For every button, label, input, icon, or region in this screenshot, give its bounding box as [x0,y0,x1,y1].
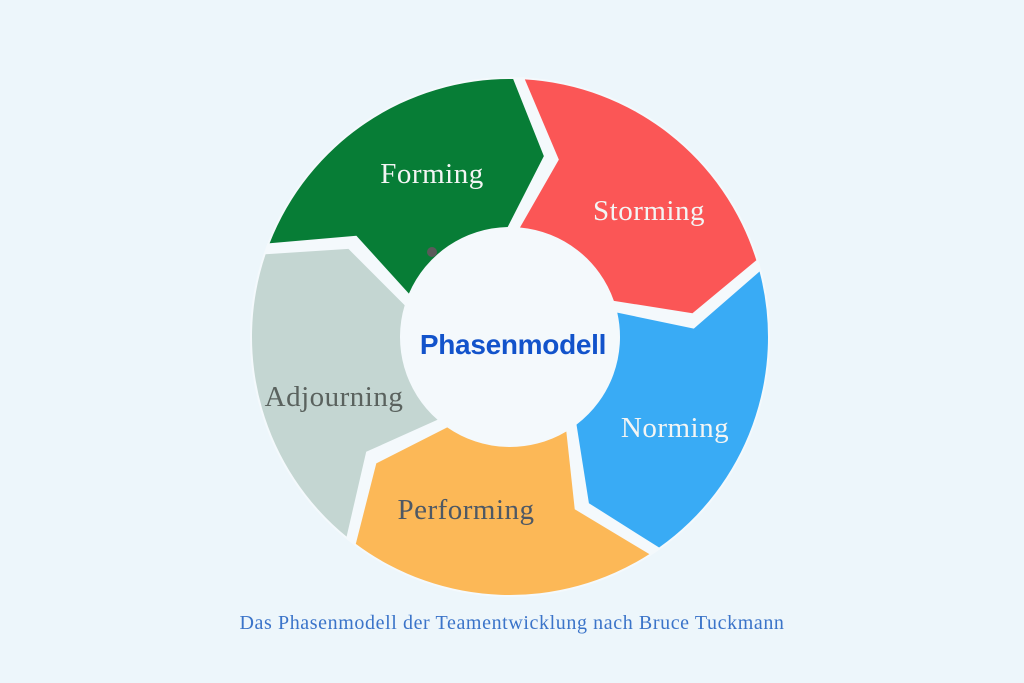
segment-label-storming: Storming [593,195,705,227]
segments-group [252,79,769,596]
caption-text: Das Phasenmodell der Teamentwicklung nac… [239,612,785,634]
segment-storming [519,79,757,314]
segment-norming [576,271,769,548]
segment-label-forming: Forming [380,158,483,190]
segment-label-adjourning: Adjourning [265,381,404,413]
segment-label-norming: Norming [621,412,729,444]
diagram-center-title: Phasenmodell [419,329,607,360]
cursor-dot [427,247,437,257]
segment-forming [269,79,544,294]
segment-performing [355,427,650,596]
segment-label-performing: Performing [397,494,534,526]
segment-adjourning [252,248,438,537]
